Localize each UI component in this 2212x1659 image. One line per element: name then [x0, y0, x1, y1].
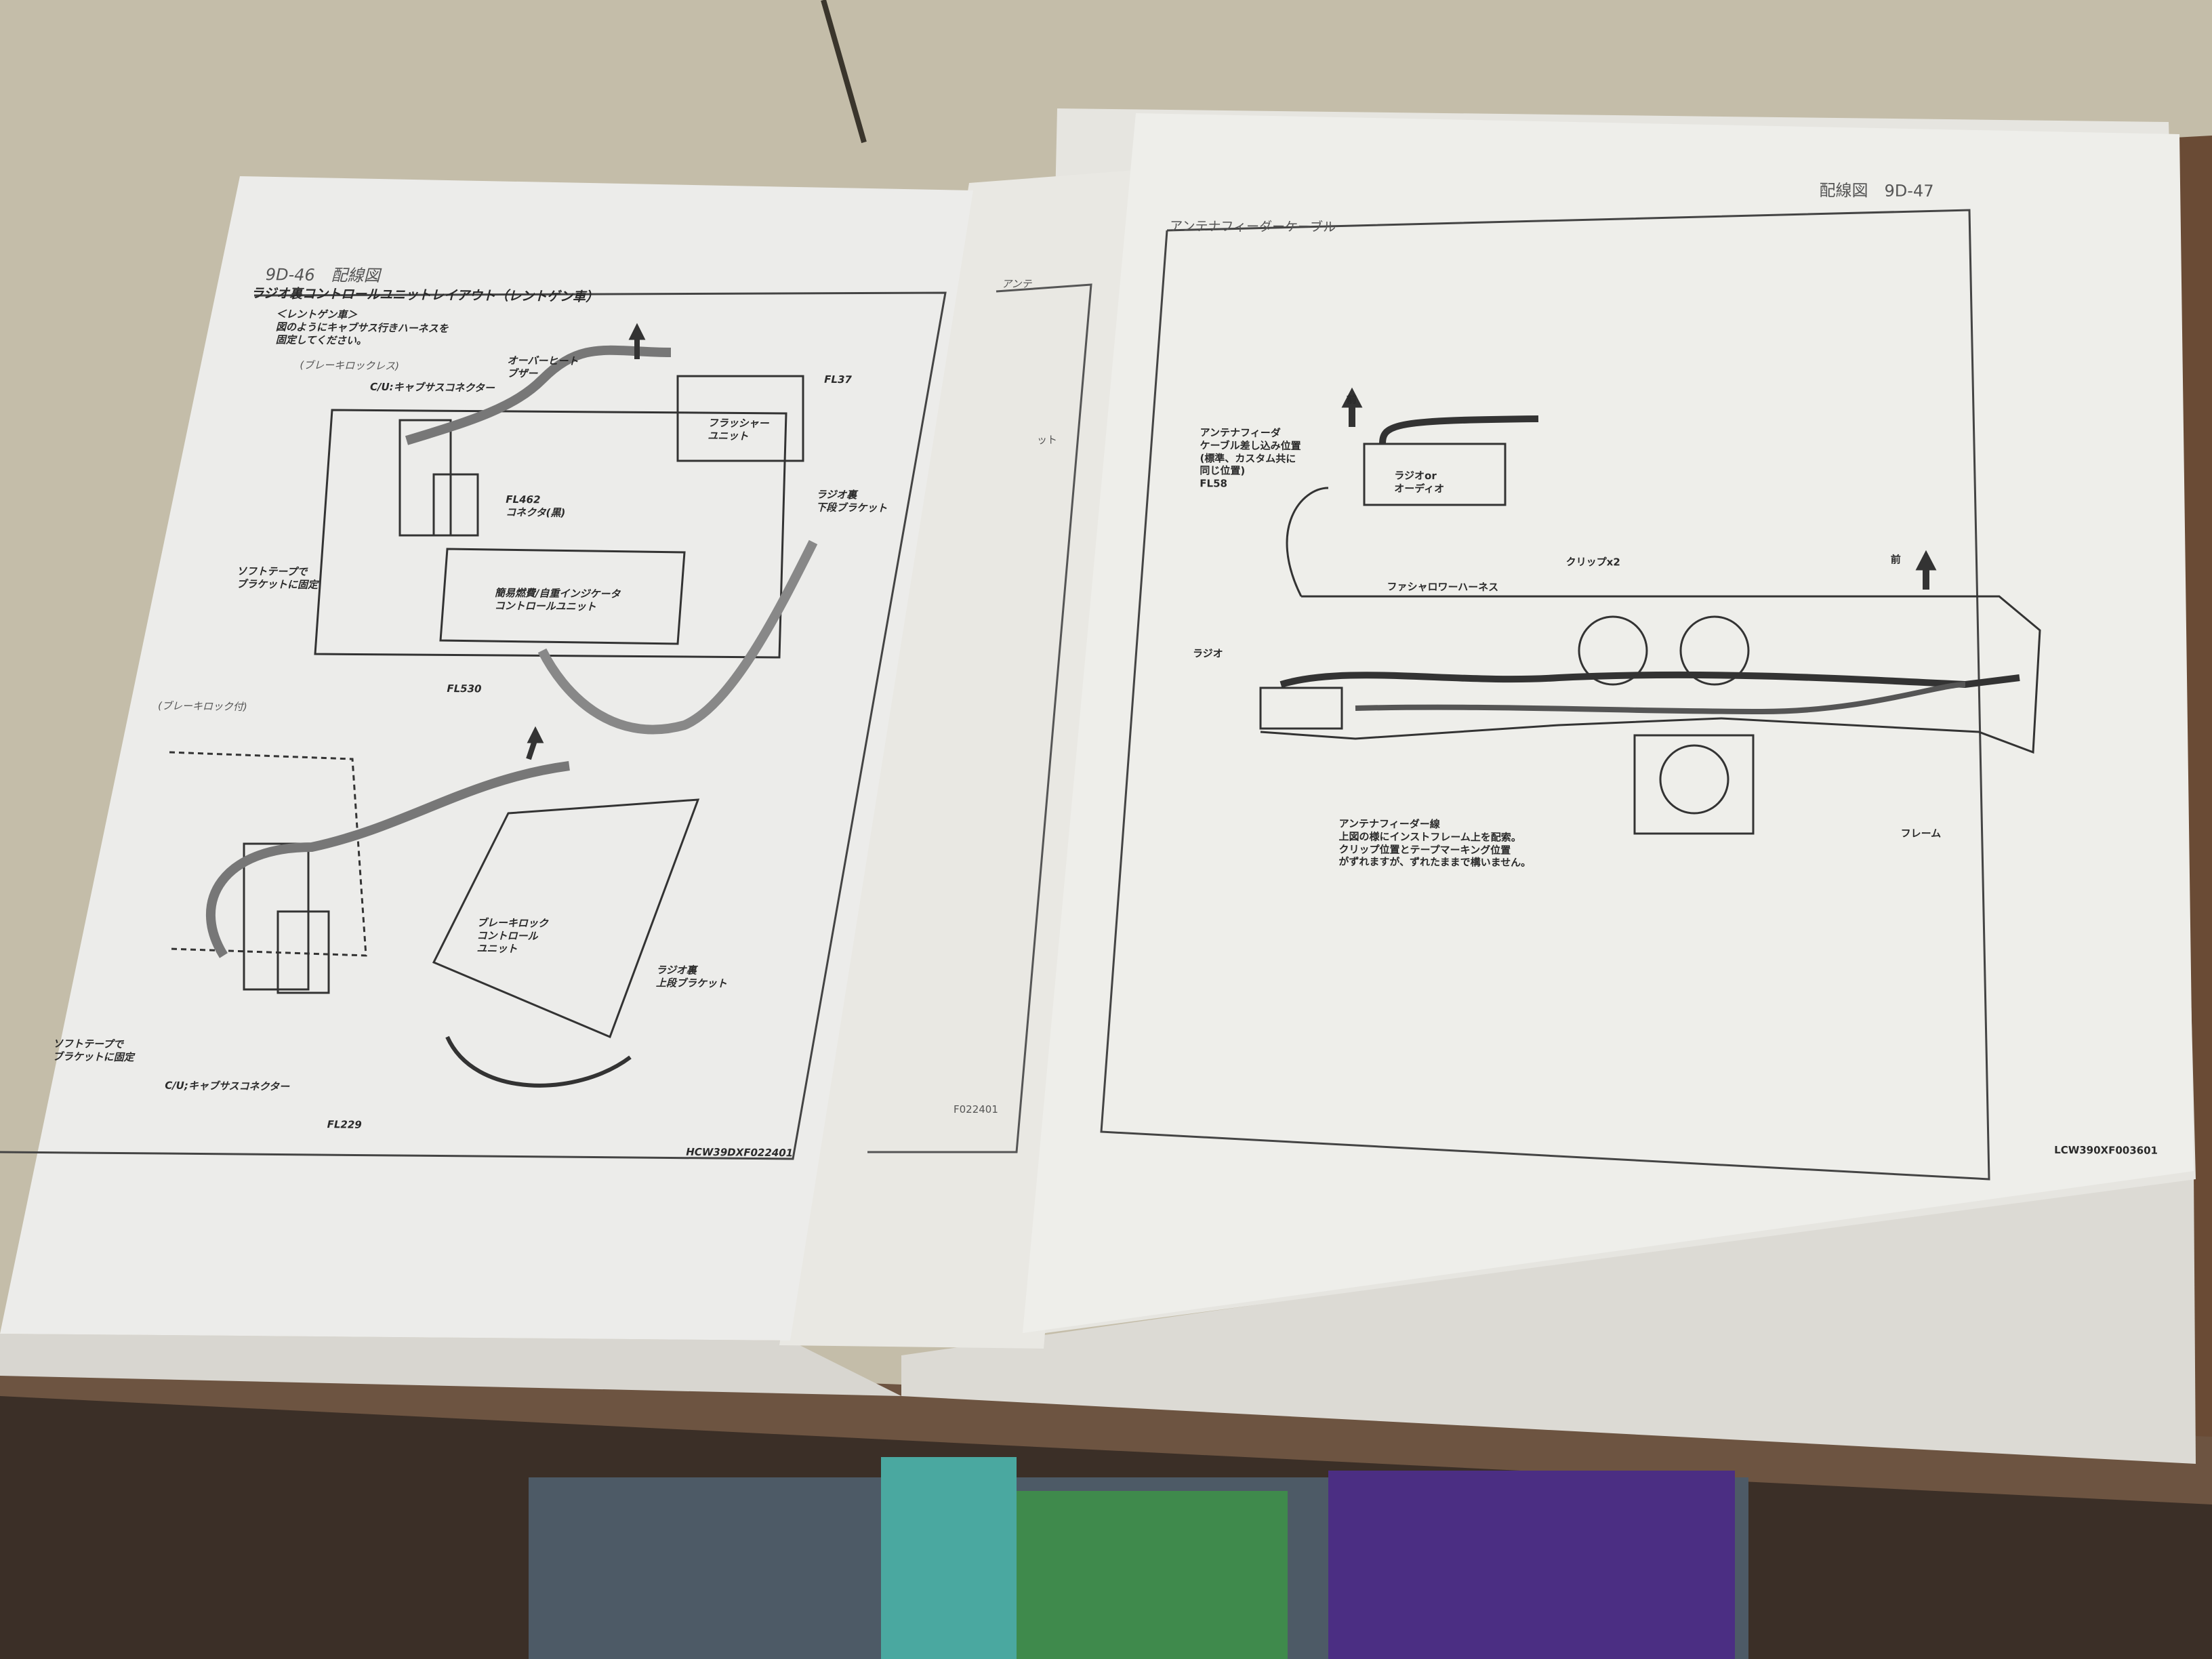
- left-page-frame: [0, 291, 947, 1160]
- label-antenna-insert: アンテナフィーダ ケーブル差し込み位置 (標準、カスタム共に 同じ位置) FL5…: [1200, 426, 1301, 490]
- label-radio-or-audio: ラジオor オーディオ: [1394, 469, 1445, 495]
- label-cu-connector-bottom: C/U;キャブサスコネクター: [165, 1079, 290, 1093]
- label-fl462: FL462 コネクタ(黒): [506, 493, 566, 519]
- middle-figure-code: F022401: [954, 1103, 998, 1115]
- left-figure-code: HCW39DXF022401: [686, 1145, 794, 1160]
- wall-crack: [821, 0, 867, 144]
- left-page: [0, 176, 973, 1340]
- label-fl530: FL530: [447, 682, 482, 695]
- middle-fragment-title: アンテ: [1002, 278, 1032, 290]
- right-page-header: 配線図 9D-47: [1819, 181, 1934, 201]
- label-lower-bracket: ラジオ裏 下段ブラケット: [816, 488, 888, 514]
- label-radio: ラジオ: [1192, 647, 1223, 660]
- label-indicator-unit: 簡易燃費/自重インジケータ コントロールユニット: [494, 586, 621, 613]
- right-page-frame: [1100, 209, 1990, 1181]
- caption-with-brake-lock: (ブレーキロック付): [158, 699, 247, 713]
- left-diagram-top: [314, 323, 818, 735]
- label-soft-tape-bottom: ソフトテープで ブラケットに固定: [52, 1037, 134, 1063]
- label-brake-lock-unit: ブレーキロック コントロール ユニット: [476, 916, 548, 955]
- label-flasher-unit: フラッシャー ユニット: [708, 416, 769, 443]
- label-harness: ファシャロワーハーネス: [1387, 580, 1499, 594]
- right-figure-code: LCW390XF003601: [2054, 1143, 2158, 1157]
- label-clip-x2: クリップx2: [1565, 556, 1620, 569]
- label-soft-tape-top: ソフトテープで ブラケットに固定: [236, 565, 319, 591]
- middle-fragment-text: ット: [1037, 434, 1058, 446]
- right-diagram: [1259, 387, 2041, 835]
- purple-bag: [1328, 1471, 1735, 1659]
- middle-page-frame: [867, 283, 1092, 1153]
- label-fl229: FL229: [327, 1118, 362, 1131]
- caption-no-brake-lock: (ブレーキロックレス): [300, 359, 400, 373]
- label-overheat-buzzer: オーバーヒート ブザー: [507, 354, 579, 380]
- label-cu-connector: C/U:キャブサスコネクター: [369, 380, 495, 394]
- right-section-title: アンテナフィーダーケーブル: [1170, 219, 1336, 235]
- label-fl37: FL37: [824, 373, 852, 386]
- label-front-1: 前: [1346, 393, 1357, 406]
- right-page-stack: [901, 1171, 2196, 1464]
- left-page-stack: [0, 1334, 901, 1396]
- teal-box: [881, 1457, 1017, 1659]
- green-bag: [1003, 1491, 1288, 1659]
- left-page-header: 9D-46 配線図: [265, 265, 380, 285]
- label-antenna-note: アンテナフィーダー線 上図の様にインストフレーム上を配索。 クリップ位置とテープ…: [1338, 817, 1532, 869]
- label-upper-bracket: ラジオ裏 上段ブラケット: [655, 964, 727, 990]
- left-note: ＜レントゲン車＞ 図のようにキャブサス行きハーネスを 固定してください。: [275, 308, 449, 347]
- left-diagram-bottom: [169, 726, 700, 1088]
- label-front-2: 前: [1890, 553, 1901, 566]
- label-frame: フレーム: [1900, 827, 1942, 840]
